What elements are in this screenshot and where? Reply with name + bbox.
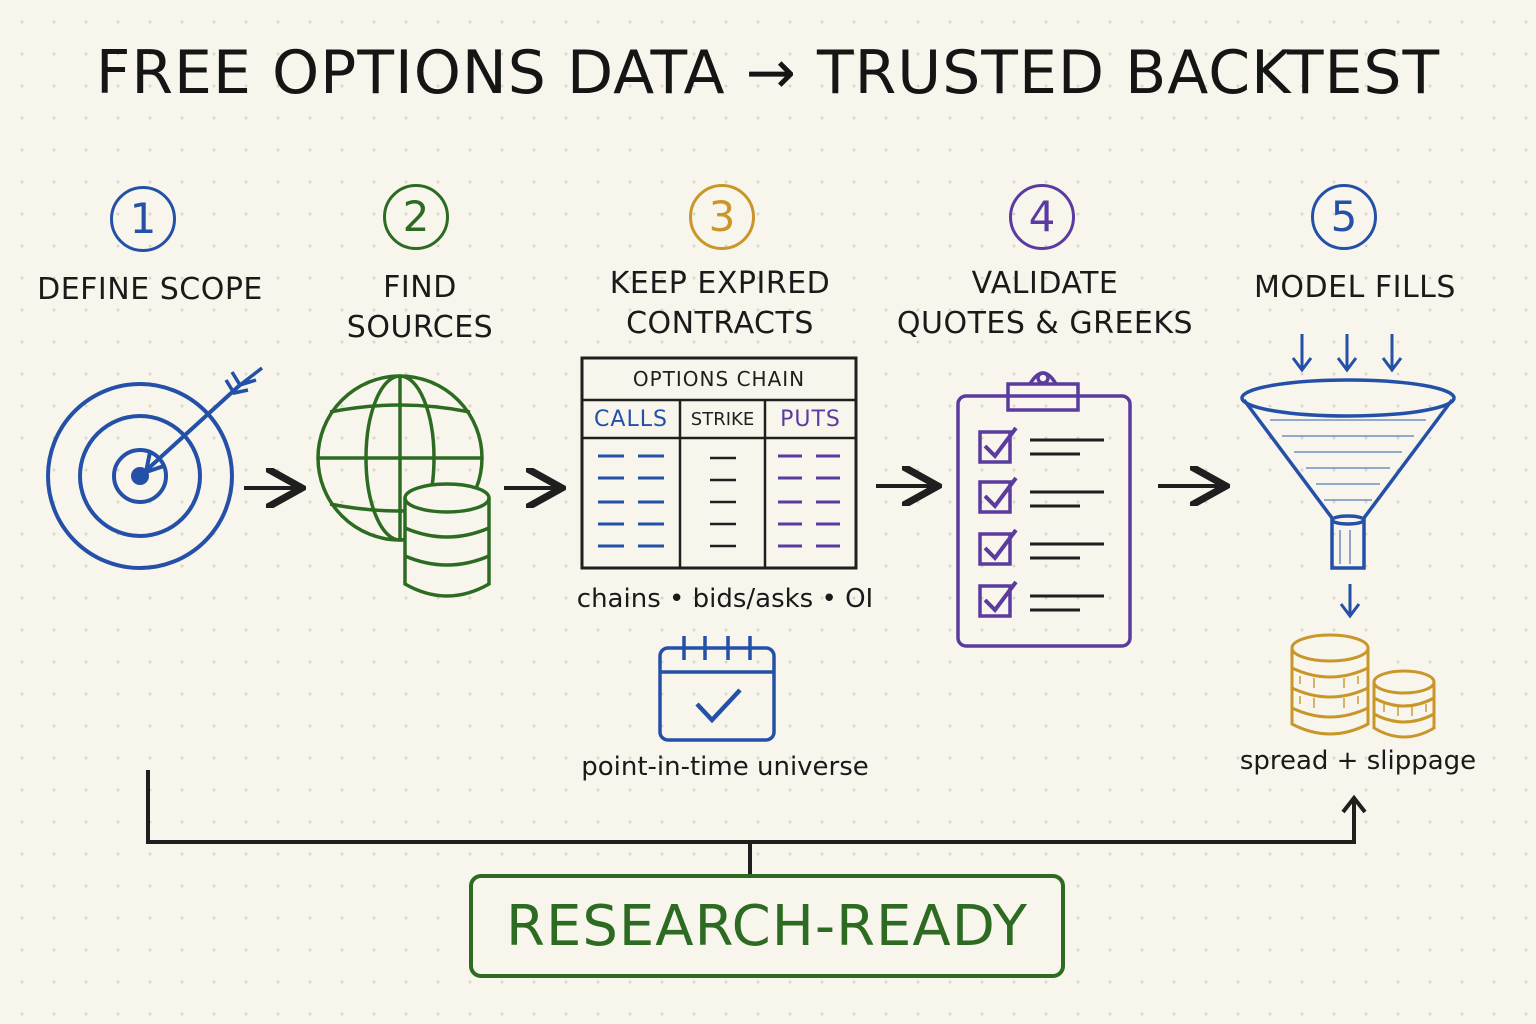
step-5-label-line1: MODEL FILLS: [1254, 270, 1456, 305]
step-1-number: 1: [110, 186, 176, 252]
puts-rows: [778, 454, 840, 548]
output-down-arrow: [1339, 584, 1361, 619]
puts-column-header: PUTS: [780, 407, 841, 432]
step-3-label-line2: CONTRACTS: [626, 306, 814, 341]
strike-rows: [710, 456, 736, 548]
diagram-title: FREE OPTIONS DATA → TRUSTED BACKTEST: [95, 38, 1441, 108]
coins-icon: [1290, 633, 1436, 739]
step-2-label-line2: SOURCES: [346, 310, 494, 345]
checklist-lines: [1030, 438, 1104, 612]
clipboard-checklist-icon: [956, 371, 1132, 648]
step-4-label-line1: VALIDATE: [971, 266, 1119, 301]
fills-caption: spread + slippage: [1239, 746, 1477, 776]
chain-caption: chains • bids/asks • OI: [576, 584, 874, 614]
calls-column-header: CALLS: [594, 407, 668, 432]
step-5-label: MODEL FILLS: [1230, 268, 1480, 308]
step-1-label-line1: DEFINE SCOPE: [37, 272, 263, 307]
step-3-label: KEEP EXPIRED CONTRACTS: [580, 264, 860, 344]
globe-database-icon: [316, 374, 491, 598]
target-icon: [46, 366, 264, 570]
step-4-label: VALIDATE QUOTES & GREEKS: [895, 264, 1195, 344]
step-4-label-line2: QUOTES & GREEKS: [896, 306, 1194, 341]
step-5-number: 5: [1311, 184, 1377, 250]
step-2-label: FIND SOURCES: [300, 268, 540, 348]
step-3-number: 3: [689, 184, 755, 250]
funnel-icon: [1240, 378, 1456, 570]
strike-column-header: STRIKE: [690, 409, 755, 430]
research-ready-connector: [146, 770, 1367, 876]
step-1-label: DEFINE SCOPE: [20, 270, 280, 310]
options-chain-header: OPTIONS CHAIN: [632, 367, 806, 391]
calendar-check-icon: [658, 636, 776, 742]
research-ready-box: RESEARCH-READY: [469, 874, 1065, 978]
calls-rows: [598, 454, 664, 548]
input-down-arrows: [1291, 334, 1403, 373]
calendar-caption: point-in-time universe: [581, 752, 869, 782]
step-3-label-line1: KEEP EXPIRED: [609, 266, 831, 301]
step-2-label-line1: FIND: [383, 270, 457, 305]
step-4-number: 4: [1009, 184, 1075, 250]
options-chain-table: [580, 356, 858, 570]
step-2-number: 2: [383, 184, 449, 250]
